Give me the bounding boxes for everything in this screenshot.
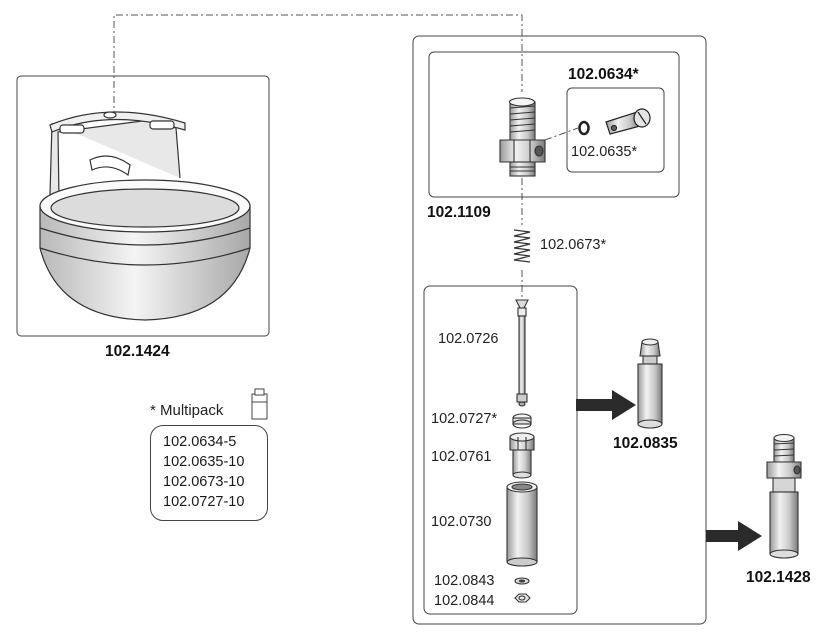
spring-drawing — [513, 229, 531, 263]
label-valve-body: 102.1109 — [427, 204, 491, 221]
label-small-washer: 102.0843 — [434, 573, 495, 589]
label-nut: 102.0761 — [431, 449, 492, 465]
label-stem: 102.0726 — [438, 331, 499, 347]
connector-line — [113, 14, 579, 300]
bowl-drawing — [39, 111, 251, 321]
complete-valve-drawing — [766, 433, 802, 559]
multipack-list: 102.0634-5 102.0635-10 102.0673-10 102.0… — [150, 425, 268, 521]
small-parts-drawing — [514, 577, 531, 603]
label-bowl-part: 102.1424 — [105, 343, 170, 360]
stem-drawing — [515, 299, 529, 407]
subassembly-drawing — [637, 338, 663, 429]
multipack-item: 102.0634-5 — [163, 434, 237, 450]
bowl-panel — [16, 75, 270, 337]
label-subassembly: 102.0835 — [613, 435, 678, 452]
label-spring: 102.0673* — [540, 237, 607, 253]
label-sleeve: 102.0730 — [431, 514, 492, 530]
valve-body-drawing — [499, 97, 546, 177]
label-complete-valve: 102.1428 — [746, 569, 811, 586]
lower-parts-inset — [423, 285, 578, 615]
arrow-to-complete-valve — [706, 521, 762, 551]
multipack-item: 102.0635-10 — [163, 454, 245, 470]
multipack-box-icon — [251, 388, 268, 420]
arrow-to-subassembly — [576, 390, 636, 420]
o-ring-shape — [578, 120, 590, 136]
label-screw-set: 102.0634* — [568, 66, 639, 83]
nut-drawing — [509, 432, 535, 479]
multipack-item: 102.0673-10 — [163, 474, 245, 490]
washer-drawing — [512, 413, 532, 429]
valve-panel — [412, 35, 707, 625]
screw-inset — [566, 87, 665, 173]
screw-drawing — [578, 108, 651, 136]
label-washer: 102.0727* — [431, 411, 498, 427]
label-o-ring: 102.0635* — [571, 144, 638, 160]
multipack-item: 102.0727-10 — [163, 494, 245, 510]
label-small-nut: 102.0844 — [434, 593, 495, 609]
valve-body-inset — [428, 51, 680, 198]
sleeve-drawing — [506, 481, 538, 567]
multipack-label: * Multipack — [150, 402, 224, 419]
